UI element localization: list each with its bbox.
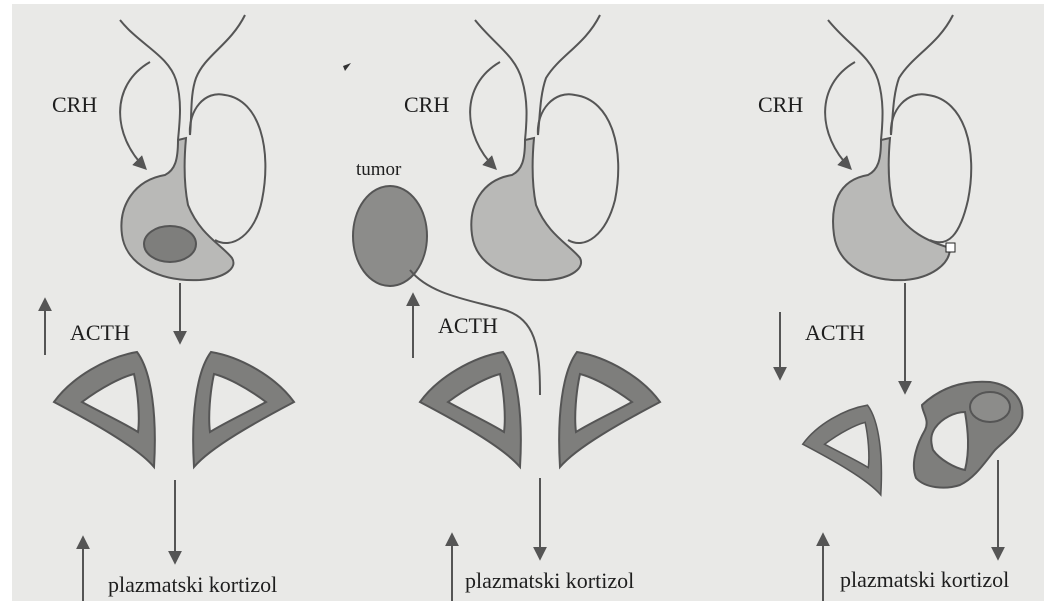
tumor-label: tumor xyxy=(356,159,402,180)
left-margin xyxy=(0,0,12,601)
cortisol-label: plazmatski kortizol xyxy=(465,568,634,593)
cortisol-label: plazmatski kortizol xyxy=(840,567,1009,592)
ectopic-tumor xyxy=(353,186,427,286)
acth-label: ACTH xyxy=(805,320,865,345)
acth-label: ACTH xyxy=(438,313,498,338)
acth-label: ACTH xyxy=(70,320,130,345)
crh-label: CRH xyxy=(404,92,449,117)
top-margin xyxy=(0,0,1044,4)
crh-label: CRH xyxy=(52,92,97,117)
pituitary-adenoma xyxy=(144,226,196,262)
cortisol-label: plazmatski kortizol xyxy=(108,572,277,597)
adrenal-tumor xyxy=(970,392,1010,422)
crh-label: CRH xyxy=(758,92,803,117)
selection-handle xyxy=(946,243,955,252)
